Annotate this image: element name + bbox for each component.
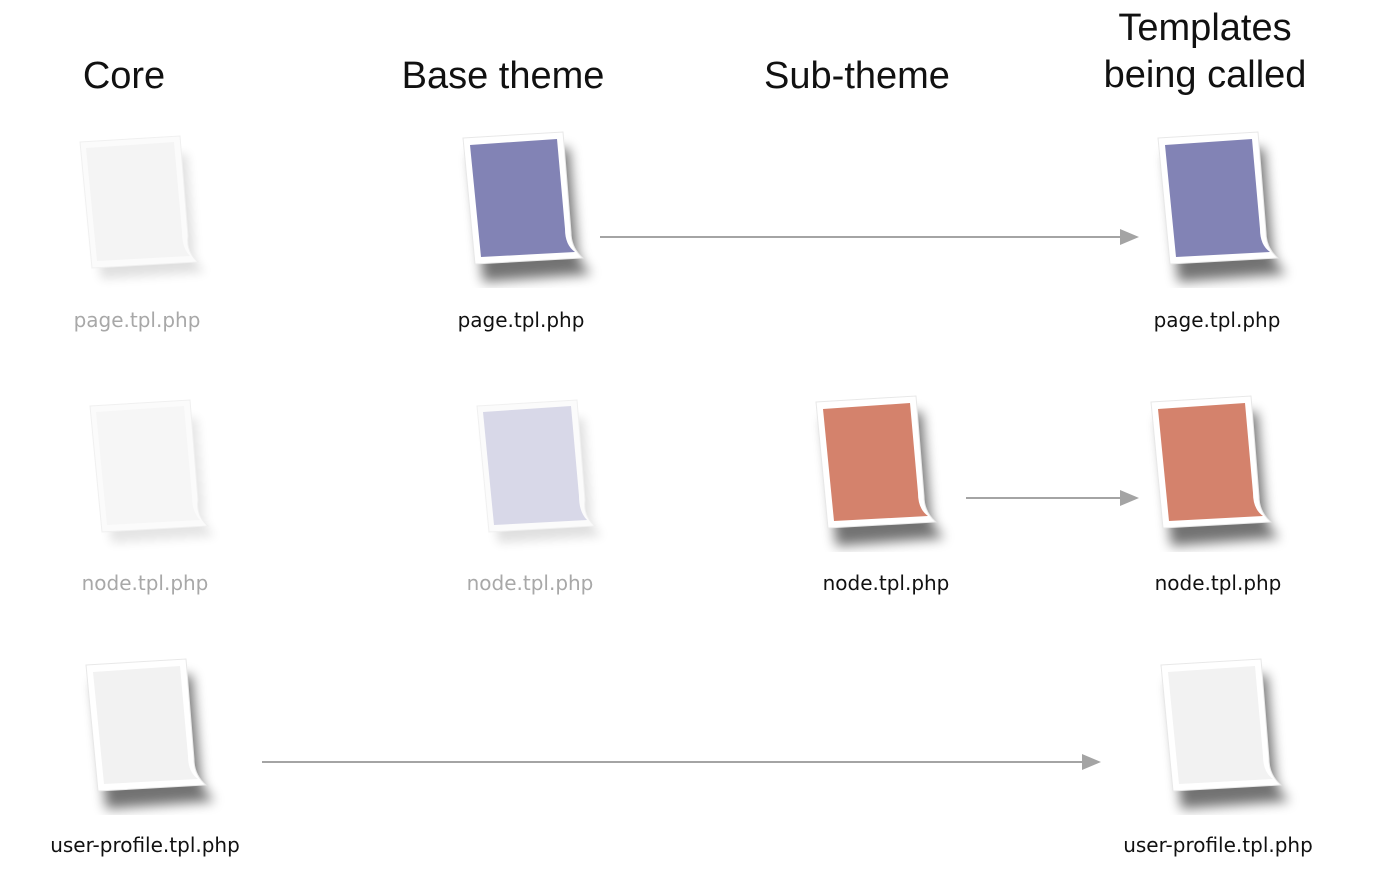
base-theme-node-label: node.tpl.php [466,571,594,595]
arrow-page-head [1120,229,1139,245]
base-theme-page-document-icon [462,131,592,282]
core-user-profile-label: user-profile.tpl.php [50,833,240,857]
column-header-templates-called: Templates being called [1103,7,1307,96]
base-theme-page-label: page.tpl.php [457,308,585,332]
column-header-core: Core [82,55,166,97]
arrow-node-head [1120,490,1139,506]
called-node-label: node.tpl.php [1154,571,1282,595]
base-theme-node-document-icon [476,399,603,543]
called-page-label: page.tpl.php [1153,308,1281,332]
core-node-document-icon [89,399,216,543]
column-header-base-theme: Base theme [401,55,605,97]
called-user-profile-document-icon [1160,658,1290,809]
called-user-profile-label: user-profile.tpl.php [1123,833,1313,857]
sub-theme-node-document-icon [815,395,945,546]
called-node-document-icon [1150,395,1280,546]
core-page-label: page.tpl.php [73,308,201,332]
arrow-user-profile-head [1082,754,1101,770]
column-header-sub-theme: Sub-theme [764,55,950,97]
called-page-document-icon [1157,131,1287,282]
core-node-label: node.tpl.php [81,571,209,595]
sub-theme-node-label: node.tpl.php [822,571,950,595]
core-user-profile-document-icon [85,658,215,809]
core-page-document-icon [79,135,206,279]
